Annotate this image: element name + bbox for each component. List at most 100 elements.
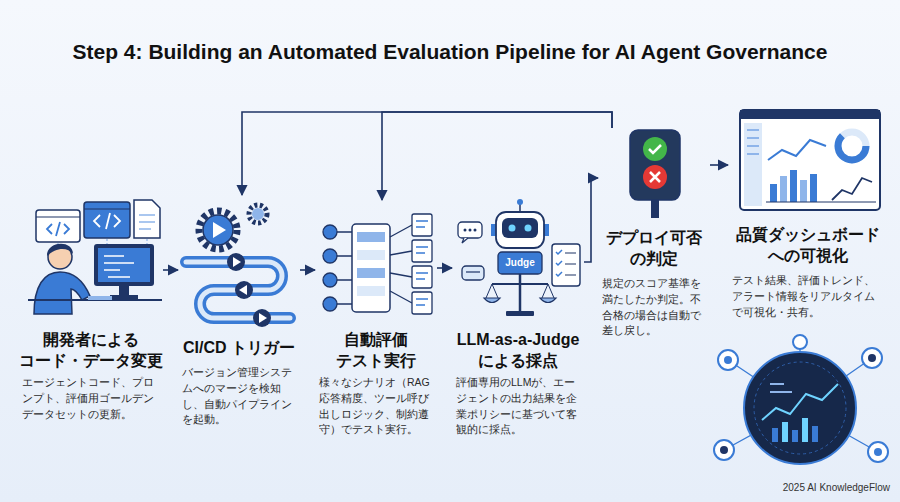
judge-robot-illustration-part (492, 283, 548, 285)
decision-step: デプロイ可否 の判定規定のスコア基準を満たしたか判定。不合格の場合は自動で差し戻… (598, 128, 710, 343)
test-run-illustration-part (416, 221, 428, 305)
step-description: 規定のスコア基準を満たしたか判定。不合格の場合は自動で差し戻し。 (598, 276, 710, 339)
feedback-arrow (382, 112, 612, 200)
network-illustration-part (782, 422, 788, 442)
process-step: CI/CD トリガーバージョン管理システムへのマージを検知し、自動パイプラインを… (178, 195, 300, 465)
network-illustration-part (762, 384, 838, 420)
judge-robot-illustration (458, 199, 580, 316)
network-illustration-part (770, 384, 792, 392)
network-illustration-part (754, 362, 846, 454)
pipeline-illustration-part (199, 211, 237, 249)
network-illustration-part (744, 352, 856, 464)
test-run-illustration-part (357, 268, 385, 278)
dashboard-illustration-part (744, 123, 762, 206)
network-illustration-part (793, 335, 807, 349)
step-description: 様々なシナリオ（RAG応答精度、ツール呼び出しロジック、制約遵守）でテスト実行。 (315, 375, 437, 438)
dashboard-illustration-part (790, 170, 797, 202)
traffic-light-illustration-part (650, 172, 660, 182)
developer-illustration-part (84, 202, 130, 238)
network-illustration-part (868, 442, 888, 462)
judge-robot-illustration-part (506, 311, 534, 316)
judge-robot-illustration-part (556, 250, 562, 276)
flow-arrow (437, 267, 452, 269)
network-illustration-part (792, 430, 798, 442)
developer-illustration-part (34, 272, 90, 314)
judge-robot-illustration-part (462, 238, 468, 243)
traffic-light-illustration-part (649, 145, 661, 153)
flow-arrow (300, 269, 315, 271)
test-run-illustration-part (357, 286, 385, 296)
judge-robot-illustration-part (458, 222, 482, 238)
network-illustration-part (868, 354, 876, 362)
judge-robot-illustration-part (486, 284, 554, 298)
developer-illustration-part (88, 296, 112, 300)
pipeline-illustration-part (227, 253, 245, 271)
judge-robot-illustration-part (540, 298, 556, 303)
judge-robot-illustration-part (466, 271, 480, 272)
process-step: 開発者による コード・データ変更エージェントコード、プロンプト、評価用ゴールデン… (18, 195, 163, 465)
dashboard-illustration-part (780, 176, 787, 202)
process-step: 自動評価 テスト実行様々なシナリオ（RAG応答精度、ツール呼び出しロジック、制約… (315, 200, 437, 465)
flow-arrow (710, 164, 728, 166)
judge-robot-illustration-part (552, 244, 580, 286)
dashboard-illustration (740, 110, 880, 210)
test-run-illustration-part (412, 240, 432, 262)
dashboard-illustration-part (740, 110, 880, 210)
judge-robot-illustration-part (519, 204, 521, 212)
test-run-illustration-part (323, 273, 337, 287)
pipeline-illustration-part (252, 208, 264, 220)
pipeline-illustration-part (203, 215, 233, 245)
dashboard-illustration-part (832, 178, 872, 200)
dashboard-illustration-part (740, 110, 880, 119)
developer-illustration-part (36, 210, 80, 242)
developer-illustration-part (134, 200, 160, 238)
dashboard-illustration-part (770, 184, 777, 202)
test-run-illustration-part (323, 225, 337, 239)
network-illustration-part (802, 418, 808, 442)
developer-illustration-part (104, 256, 134, 277)
judge-robot-illustration-part (519, 274, 522, 312)
dashboard-illustration-part (838, 132, 866, 160)
judge-robot-illustration-part (502, 218, 538, 238)
robot-badge: Judge (498, 257, 542, 268)
step-description: エージェントコード、プロンプト、評価用ゴールデンデータセットの更新。 (18, 375, 163, 422)
diagram-title: Step 4: Building an Automated Evaluation… (0, 40, 900, 64)
test-run-illustration (323, 214, 432, 314)
judge-robot-illustration-part (565, 253, 576, 275)
test-run-illustration-part (357, 232, 385, 242)
dashboard-illustration-part (766, 202, 876, 203)
developer-illustration-part (36, 216, 80, 217)
judge-robot-illustration-part (517, 199, 523, 205)
developer-illustration-part (98, 248, 150, 282)
judge-robot-illustration-part (462, 266, 484, 280)
judge-robot-illustration-part (509, 225, 516, 232)
traffic-light-illustration-part (643, 165, 667, 189)
pipeline-illustration-part (239, 285, 247, 295)
network-illustration-part (724, 356, 732, 364)
developer-illustration (28, 200, 162, 314)
network-illustration-part (714, 440, 734, 460)
traffic-light-illustration-part (643, 137, 667, 161)
dashboard-illustration-part (768, 140, 826, 160)
pipeline-illustration-part (235, 281, 253, 299)
pipeline-illustration (186, 205, 290, 327)
test-run-illustration-part (323, 297, 337, 311)
dashboard-illustration-part (810, 174, 817, 202)
developer-illustration-part (94, 244, 154, 286)
step-heading: デプロイ可否 の判定 (598, 228, 710, 270)
network-illustration-part (718, 350, 738, 370)
flow-arrow (584, 178, 598, 262)
step-description: テスト結果、評価トレンド、アラート情報をリアルタイムで可視化・共有。 (728, 273, 888, 320)
test-run-illustration-part (337, 232, 352, 304)
judge-robot-illustration-part (525, 225, 532, 232)
dashboard-step: 品質ダッシュボード への可視化テスト結果、評価トレンド、アラート情報をリアルタイ… (728, 108, 888, 338)
pipeline-illustration-part (253, 309, 271, 327)
judge-robot-illustration-part (498, 252, 542, 274)
developer-illustration-part (47, 244, 73, 256)
step-heading: CI/CD トリガー (178, 338, 300, 359)
pipeline-illustration-part (213, 222, 226, 238)
network-illustration-part (812, 426, 818, 442)
